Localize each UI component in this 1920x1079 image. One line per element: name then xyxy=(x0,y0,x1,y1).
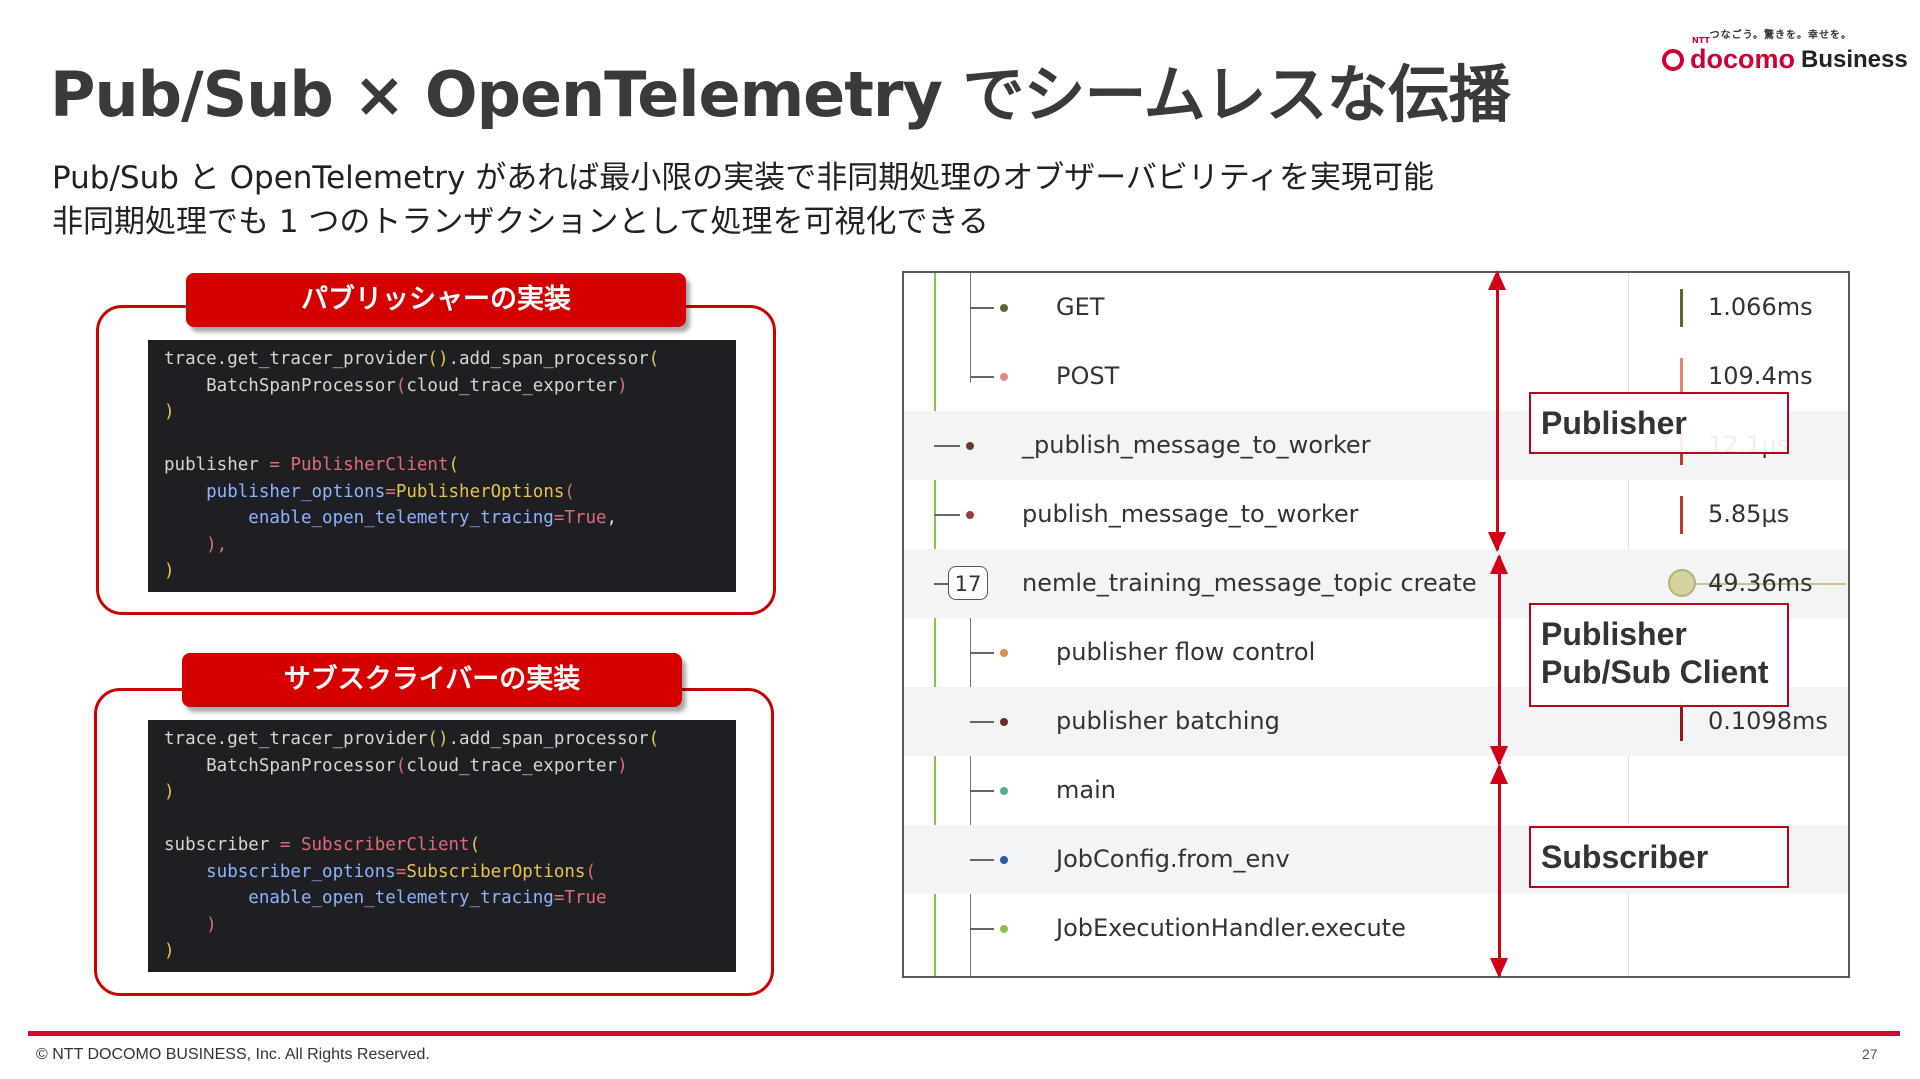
span-dot-icon xyxy=(1000,373,1008,381)
span-duration: 5.85μs xyxy=(1708,500,1790,528)
code-line: BatchSpanProcessor(cloud_trace_exporter) xyxy=(164,375,628,396)
code-line: ) xyxy=(164,941,175,961)
span-name: publisher flow control xyxy=(1056,638,1316,666)
span-duration: 1.066ms xyxy=(1708,293,1813,321)
span-dot-icon xyxy=(1000,718,1008,726)
page-number: 27 xyxy=(1862,1046,1878,1062)
publisher-annotation: Publisher xyxy=(1529,392,1789,454)
child-count-badge[interactable]: 17 xyxy=(948,566,988,600)
pubsub-client-annotation-line-2: Pub/Sub Client xyxy=(1541,654,1769,690)
publisher-code-block: trace.get_tracer_provider().add_span_pro… xyxy=(148,340,736,592)
span-dot-icon xyxy=(1000,649,1008,657)
span-dot-icon xyxy=(966,442,974,450)
span-name: publish_message_to_worker xyxy=(1022,500,1359,528)
trace-row[interactable]: main xyxy=(904,756,1848,825)
span-dot-icon xyxy=(1000,925,1008,933)
code-line: ) xyxy=(164,561,175,581)
code-line: trace.get_tracer_provider().add_span_pro… xyxy=(164,729,660,749)
span-duration-bar xyxy=(1680,496,1683,534)
trace-row[interactable]: GET 1.066ms xyxy=(904,273,1848,342)
span-name: publisher batching xyxy=(1056,707,1280,735)
code-line: subscriber = SubscriberClient( xyxy=(164,835,481,855)
span-dot-icon xyxy=(966,511,974,519)
subscriber-impl-label: サブスクライバーの実装 xyxy=(182,653,682,707)
span-name: main xyxy=(1056,776,1116,804)
trace-row[interactable]: JobExecutionHandler.execute xyxy=(904,894,1848,963)
span-name: JobConfig.from_env xyxy=(1056,845,1290,873)
code-line xyxy=(164,806,736,833)
pubsub-client-range-arrow xyxy=(1490,554,1508,766)
subscriber-range-arrow xyxy=(1490,764,1508,978)
code-line: ) xyxy=(164,782,175,802)
span-name: GET xyxy=(1056,293,1105,321)
span-duration-bar xyxy=(1680,289,1683,327)
code-line: BatchSpanProcessor(cloud_trace_exporter) xyxy=(164,755,628,776)
page-title: Pub/Sub × OpenTelemetry でシームレスな伝播 xyxy=(50,58,1511,131)
code-line: ) xyxy=(164,402,175,422)
span-duration-bar xyxy=(1680,703,1683,741)
span-duration: 49.36ms xyxy=(1708,569,1813,597)
subscriber-code-block: trace.get_tracer_provider().add_span_pro… xyxy=(148,720,736,972)
subtitle: Pub/Sub と OpenTelemetry があれば最小限の実装で非同期処理… xyxy=(52,156,1434,244)
logo-brand: docomo xyxy=(1690,44,1795,74)
span-duration: 109.4ms xyxy=(1708,362,1813,390)
footer-divider xyxy=(28,1031,1900,1036)
trace-row[interactable]: publisher flow control xyxy=(904,618,1848,687)
subtitle-line-1: Pub/Sub と OpenTelemetry があれば最小限の実装で非同期処理… xyxy=(52,160,1435,196)
docomo-circle-icon xyxy=(1662,48,1684,71)
logo-division: Business xyxy=(1801,45,1908,73)
trace-tree-line xyxy=(970,273,971,383)
trace-tree-line xyxy=(970,588,971,976)
span-name: JobExecutionHandler.execute xyxy=(1056,914,1406,942)
code-line: ) xyxy=(164,914,217,935)
span-duration-bar xyxy=(1680,358,1683,396)
span-dot-icon xyxy=(1000,304,1008,312)
code-line: publisher = PublisherClient( xyxy=(164,455,460,475)
span-dot-icon xyxy=(1000,856,1008,864)
code-line xyxy=(164,426,736,453)
trace-row[interactable]: publish_message_to_worker 5.85μs xyxy=(904,480,1848,549)
code-line: enable_open_telemetry_tracing=True, xyxy=(164,508,618,528)
pubsub-client-annotation: Publisher Pub/Sub Client xyxy=(1529,603,1789,707)
code-line: publisher_options=PublisherOptions( xyxy=(164,481,575,502)
docomo-business-logo: つなごう。驚きを。幸せを。 NTT docomo Business xyxy=(1658,26,1908,96)
span-name: _publish_message_to_worker xyxy=(1022,431,1371,459)
copyright: © NTT DOCOMO BUSINESS, Inc. All Rights R… xyxy=(36,1046,430,1063)
span-duration-marker-icon xyxy=(1668,569,1696,597)
publisher-impl-label: パブリッシャーの実装 xyxy=(186,273,686,327)
subscriber-annotation: Subscriber xyxy=(1529,826,1789,888)
span-name: POST xyxy=(1056,362,1120,390)
pubsub-client-annotation-line-1: Publisher xyxy=(1541,616,1687,652)
code-line: subscriber_options=SubscriberOptions( xyxy=(164,861,597,882)
trace-row[interactable]: POST 109.4ms xyxy=(904,342,1848,411)
logo-sub: NTT xyxy=(1692,36,1710,45)
publisher-range-arrow xyxy=(1488,270,1506,552)
subtitle-line-2: 非同期処理でも 1 つのトランザクションとして処理を可視化できる xyxy=(52,204,989,240)
span-name: nemle_training_message_topic create xyxy=(1022,569,1477,597)
trace-tree-line xyxy=(934,273,936,976)
span-duration: 0.1098ms xyxy=(1708,707,1828,735)
code-line: enable_open_telemetry_tracing=True xyxy=(164,888,607,908)
span-dot-icon xyxy=(1000,787,1008,795)
code-line: ), xyxy=(164,534,228,555)
code-line: trace.get_tracer_provider().add_span_pro… xyxy=(164,349,660,369)
logo-tagline: つなごう。驚きを。幸せを。 xyxy=(1709,30,1852,41)
